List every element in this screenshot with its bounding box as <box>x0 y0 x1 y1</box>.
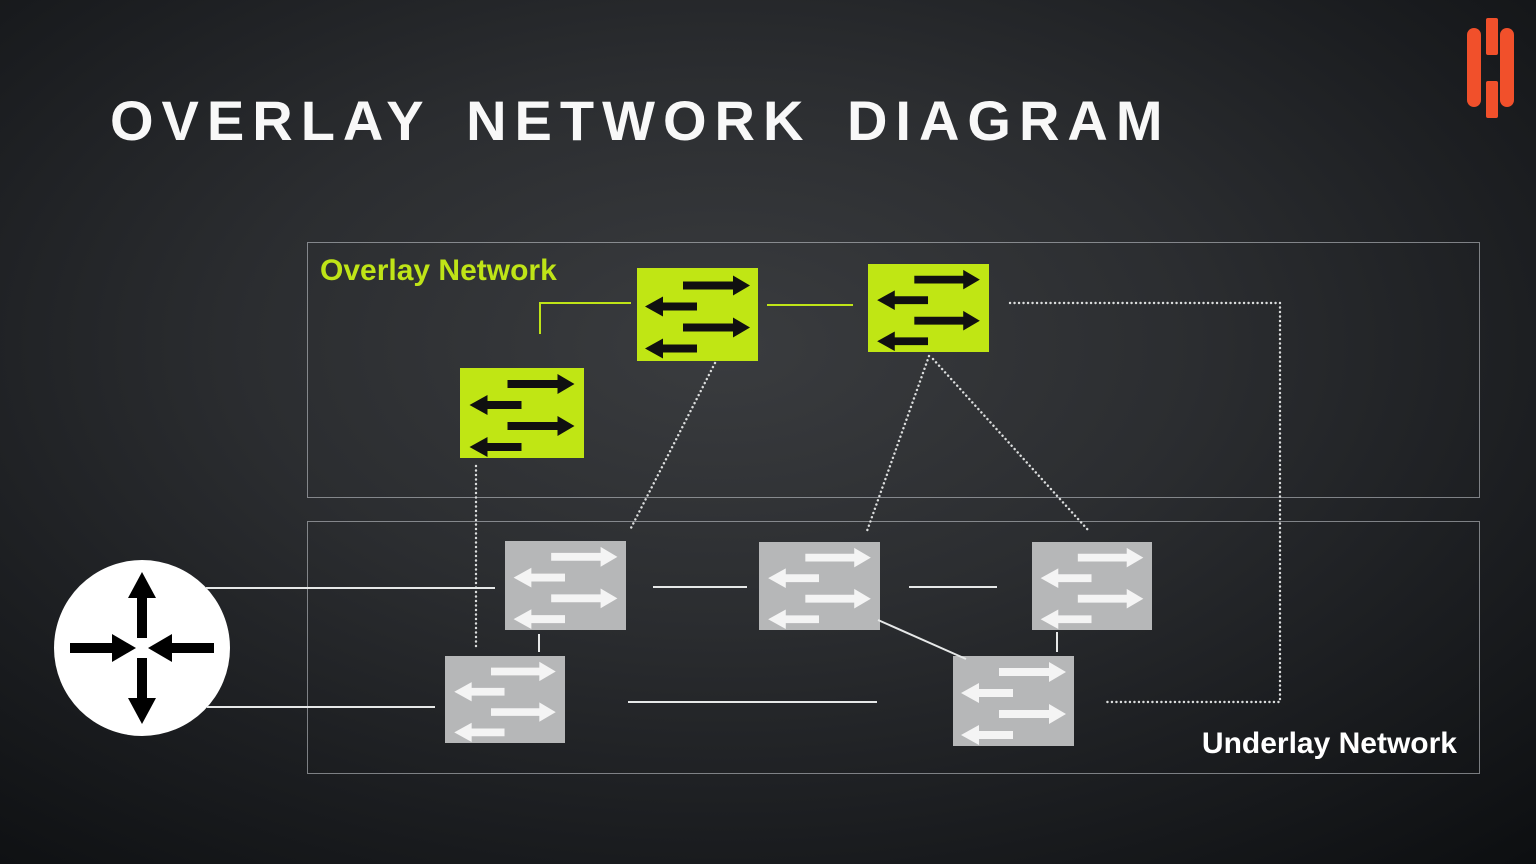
bidirectional-arrows-icon <box>445 656 565 743</box>
underlay-switch-1 <box>505 541 626 630</box>
overlay-switch-2 <box>868 264 989 352</box>
underlay-network-label: Underlay Network <box>1201 727 1457 760</box>
router-node <box>54 560 230 736</box>
bidirectional-arrows-icon <box>1032 542 1152 630</box>
overlay-switch-1 <box>637 268 758 361</box>
logo-right-bar <box>1500 28 1514 107</box>
logo-left-bar <box>1467 28 1481 107</box>
bidirectional-arrows-icon <box>637 268 758 361</box>
logo-center-bottom-bar <box>1486 81 1498 118</box>
logo-center-top-bar <box>1486 18 1498 55</box>
underlay-switch-3 <box>1032 542 1152 630</box>
brand-h-bars-logo-icon <box>1467 18 1514 118</box>
router-arrows-icon <box>54 560 230 736</box>
underlay-switch-4 <box>445 656 565 743</box>
page-title: OVERLAY NETWORK DIAGRAM <box>110 89 1171 152</box>
overlay-network-label: Overlay Network <box>320 254 557 287</box>
bidirectional-arrows-icon <box>868 264 989 352</box>
bidirectional-arrows-icon <box>953 656 1074 746</box>
overlay-switch-3 <box>460 368 584 458</box>
underlay-switch-5 <box>953 656 1074 746</box>
bidirectional-arrows-icon <box>505 541 626 630</box>
bidirectional-arrows-icon <box>759 542 880 630</box>
underlay-switch-2 <box>759 542 880 630</box>
bidirectional-arrows-icon <box>460 368 584 458</box>
